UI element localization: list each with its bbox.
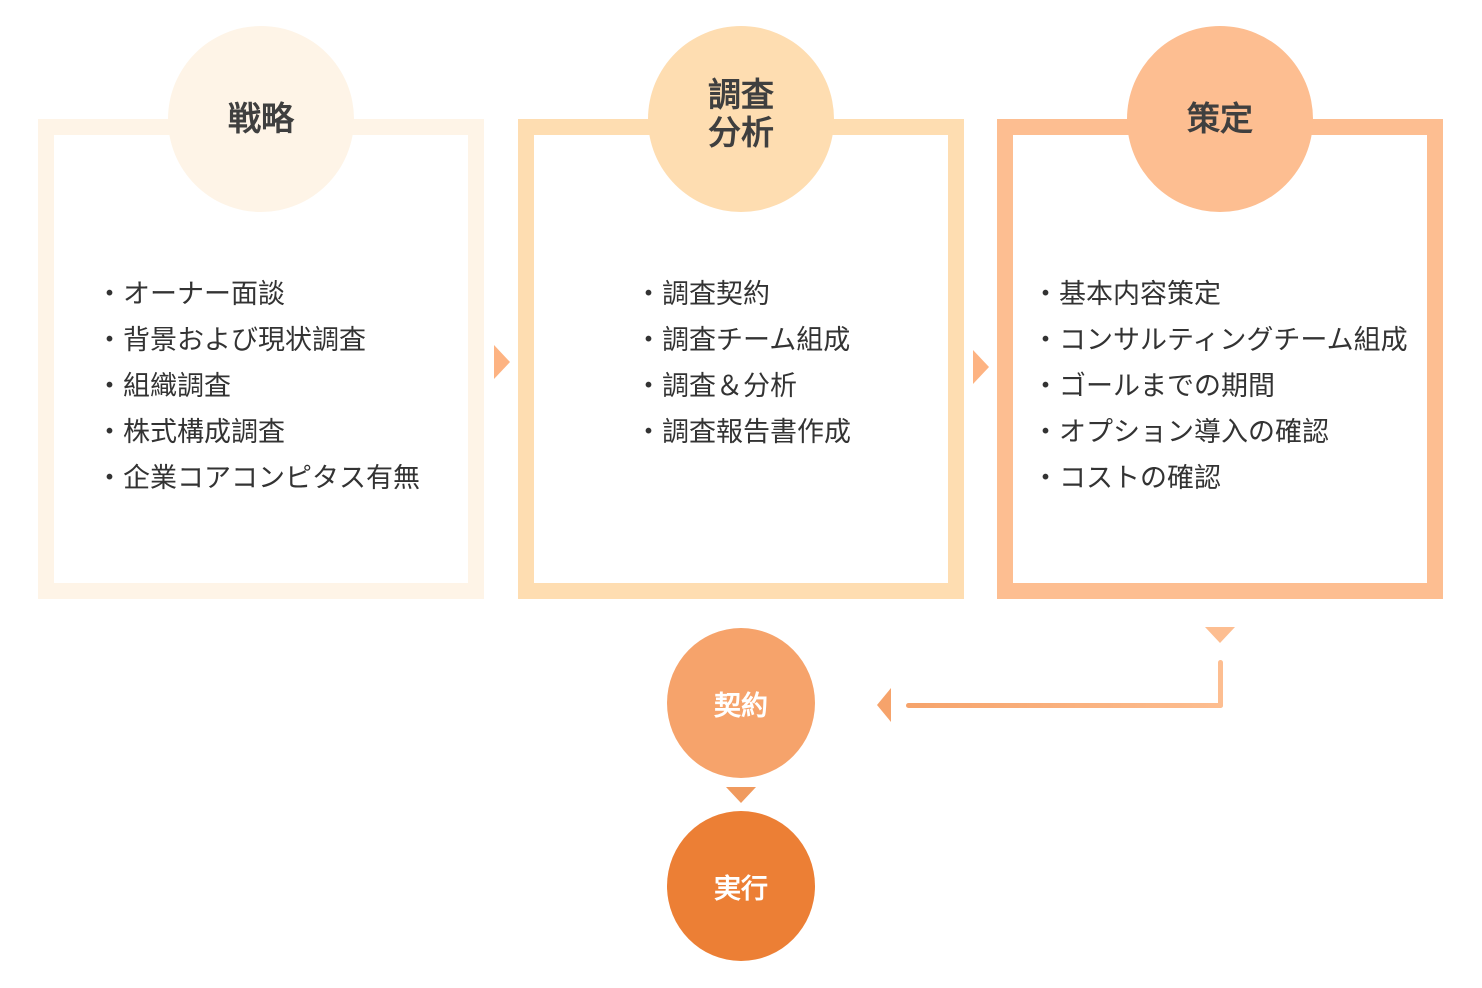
arrow-left-icon — [877, 688, 891, 722]
list-item: 背景および現状調査 — [96, 318, 420, 364]
stage-circle-research: 調査 分析 — [648, 26, 834, 212]
stage-list-research: 調査契約 調査チーム組成 調査＆分析 調査報告書作成 — [635, 272, 851, 456]
list-item: コストの確認 — [1032, 456, 1408, 502]
stage-title-strategy: 戦略 — [228, 99, 294, 138]
list-item: オーナー面談 — [96, 272, 420, 318]
connector-vertical-line — [1218, 660, 1223, 708]
stage-title-research-line1: 調査 — [708, 75, 774, 114]
list-item: 調査契約 — [635, 272, 851, 318]
contract-circle: 契約 — [667, 628, 815, 778]
list-item: 組織調査 — [96, 364, 420, 410]
arrow-down-icon — [726, 787, 756, 803]
arrow-right-icon — [973, 350, 989, 384]
contract-label: 契約 — [714, 690, 768, 722]
arrow-down-icon — [1205, 627, 1235, 643]
arrow-right-icon — [494, 345, 510, 379]
list-item: ゴールまでの期間 — [1032, 364, 1408, 410]
stage-list-strategy: オーナー面談 背景および現状調査 組織調査 株式構成調査 企業コアコンピタス有無 — [96, 272, 420, 502]
list-item: 調査報告書作成 — [635, 410, 851, 456]
stage-list-planning: 基本内容策定 コンサルティングチーム組成 ゴールまでの期間 オプション導入の確認… — [1032, 272, 1408, 502]
stage-title-research-line2: 分析 — [708, 113, 774, 152]
list-item: コンサルティングチーム組成 — [1032, 318, 1408, 364]
stage-circle-strategy: 戦略 — [168, 26, 354, 212]
list-item: オプション導入の確認 — [1032, 410, 1408, 456]
list-item: 基本内容策定 — [1032, 272, 1408, 318]
execute-label: 実行 — [714, 873, 768, 905]
connector-horizontal-line — [906, 703, 1223, 708]
list-item: 調査チーム組成 — [635, 318, 851, 364]
stage-circle-planning: 策定 — [1127, 26, 1313, 212]
stage-title-planning: 策定 — [1187, 99, 1253, 138]
list-item: 調査＆分析 — [635, 364, 851, 410]
list-item: 企業コアコンピタス有無 — [96, 456, 420, 502]
list-item: 株式構成調査 — [96, 410, 420, 456]
execute-circle: 実行 — [667, 811, 815, 961]
